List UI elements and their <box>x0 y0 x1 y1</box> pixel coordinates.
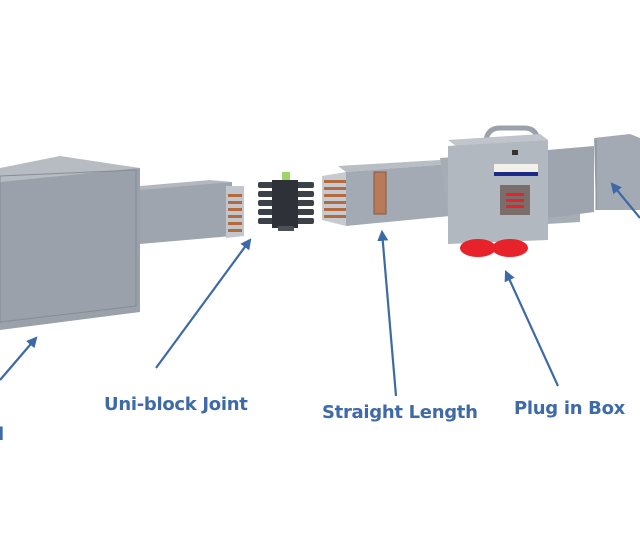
arrows <box>0 182 640 397</box>
straight-length <box>322 160 450 226</box>
right-end-section <box>548 134 640 218</box>
arrow-pointer-icon <box>0 336 38 381</box>
label-straight-length: Straight Length <box>322 402 478 423</box>
feeder-box <box>0 156 140 330</box>
arrow-pointer-icon <box>504 269 560 387</box>
uni-block-joint <box>258 172 314 231</box>
label-partial-left: l <box>0 424 4 445</box>
label-uni-block-joint: Uni-block Joint <box>104 394 248 415</box>
label-plug-in-box: Plug in Box <box>514 398 625 419</box>
left-busbar-section <box>140 180 244 244</box>
copper-bars <box>228 194 242 232</box>
plug-base-left <box>460 239 496 257</box>
plug-in-box <box>440 125 580 257</box>
arrow-pointer-icon <box>377 229 398 397</box>
arrow-pointer-icon <box>155 238 252 369</box>
plug-base-right <box>492 239 528 257</box>
arrow-pointer-icon <box>610 182 640 219</box>
